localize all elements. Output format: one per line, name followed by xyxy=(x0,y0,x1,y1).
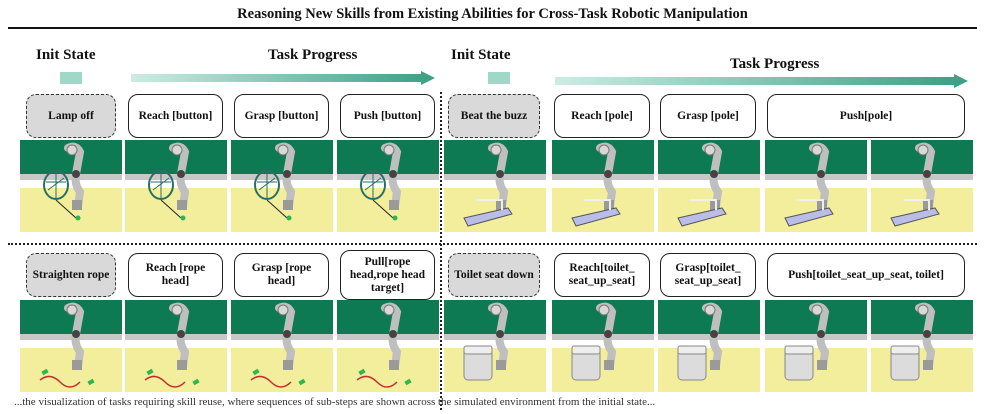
task2-frame-2 xyxy=(552,140,654,232)
init-state-header-right: Init State xyxy=(451,47,511,63)
task4-step1-box: Reach[toilet_ seat_up_seat] xyxy=(554,253,650,297)
task4-frame-2 xyxy=(552,300,654,392)
task2-frame-1 xyxy=(444,140,546,232)
task2-init-box: Beat the buzz xyxy=(448,94,540,138)
task2-frame-3 xyxy=(658,140,760,232)
task2-step3-box: Push[pole] xyxy=(767,94,965,138)
task1-frame-2 xyxy=(125,140,227,232)
task4-step2-box: Grasp[toilet_ seat_up_seat] xyxy=(660,253,756,297)
task4-frame-5 xyxy=(871,300,973,392)
task3-frame-3 xyxy=(231,300,333,392)
figure-caption: ...the visualization of tasks requiring … xyxy=(14,396,656,408)
task4-frame-4 xyxy=(765,300,867,392)
task3-frame-2 xyxy=(125,300,227,392)
task3-step2-box: Grasp [rope head] xyxy=(234,253,329,297)
task1-frame-1 xyxy=(20,140,122,232)
progress-arrow-left xyxy=(131,71,435,85)
task2-frame-4 xyxy=(765,140,867,232)
init-state-header-left: Init State xyxy=(36,47,96,63)
init-swatch-left xyxy=(60,72,82,84)
task4-frame-3 xyxy=(658,300,760,392)
task2-step2-box: Grasp [pole] xyxy=(660,94,756,138)
task2-step1-box: Reach [pole] xyxy=(554,94,650,138)
task1-step3-box: Push [button] xyxy=(340,94,435,138)
task3-frame-1 xyxy=(20,300,122,392)
task3-step1-box: Reach [rope head] xyxy=(128,253,223,297)
top-rule xyxy=(8,27,977,29)
task-progress-header-left: Task Progress xyxy=(268,47,358,63)
figure-title: Reasoning New Skills from Existing Abili… xyxy=(237,6,748,22)
task1-step2-box: Grasp [button] xyxy=(234,94,329,138)
task3-init-box: Straighten rope xyxy=(26,253,116,297)
task4-init-box: Toilet seat down xyxy=(448,253,540,297)
task3-frame-4 xyxy=(337,300,439,392)
task1-frame-4 xyxy=(337,140,439,232)
task1-init-box: Lamp off xyxy=(26,94,116,138)
task4-step3-box: Push[toilet_seat_up_seat, toilet] xyxy=(767,253,965,297)
progress-arrow-right xyxy=(555,74,968,88)
task1-step1-box: Reach [button] xyxy=(128,94,223,138)
horizontal-divider xyxy=(8,243,977,245)
task-progress-header-right: Task Progress xyxy=(730,56,820,72)
task3-step3-box: Pull[rope head,rope head target] xyxy=(340,250,435,300)
task2-frame-5 xyxy=(871,140,973,232)
vertical-divider xyxy=(440,92,442,410)
task1-frame-3 xyxy=(231,140,333,232)
task4-frame-1 xyxy=(444,300,546,392)
init-swatch-right xyxy=(488,72,510,84)
